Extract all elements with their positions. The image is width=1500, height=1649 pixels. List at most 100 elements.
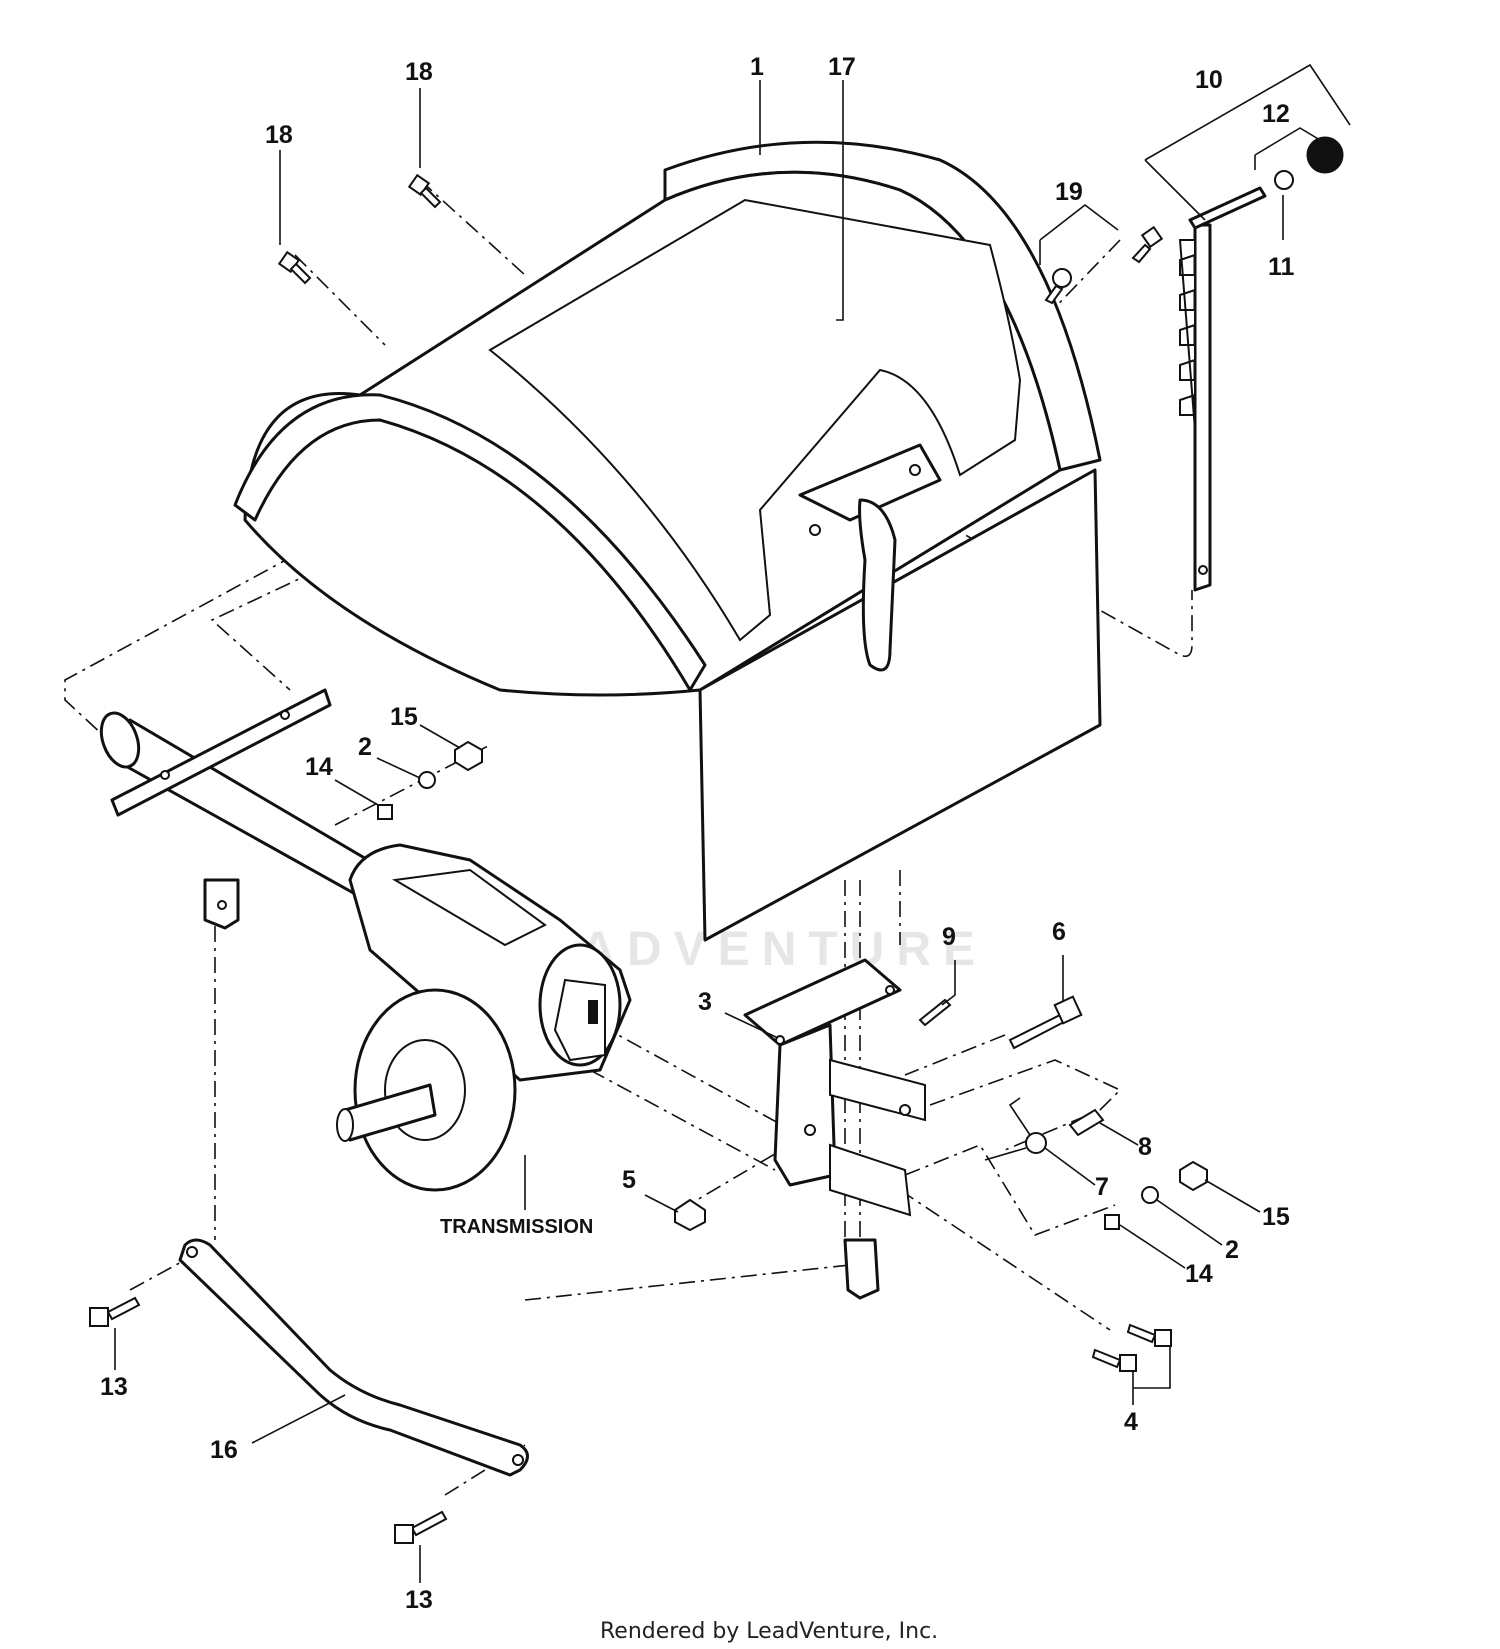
shield-flap [698, 468, 1102, 942]
callout-2b: 2 [1225, 1236, 1239, 1264]
dash-18a [294, 254, 386, 346]
callout-4: 4 [1124, 1408, 1138, 1436]
part-2-washer-left [418, 771, 436, 789]
callout-15b: 15 [1262, 1203, 1290, 1231]
output-shaft-end [336, 1108, 354, 1142]
shield-hole-2 [909, 464, 921, 476]
assembly-lines [64, 179, 1193, 1496]
dash-bolt-4 [899, 1189, 1111, 1331]
leader-14a [334, 779, 379, 806]
part-16-rod [178, 1238, 529, 1477]
leader-8 [1099, 1122, 1139, 1146]
shield-hole-1 [809, 524, 821, 536]
part-13-bolts [89, 1296, 448, 1544]
leader-2b [1156, 1199, 1223, 1246]
mount-plate-hole-1 [160, 770, 170, 780]
shield-slot [858, 498, 897, 672]
callout-3: 3 [698, 988, 712, 1016]
transmission-slot [588, 1000, 598, 1024]
callout-labels: 1 17 18 18 19 10 12 11 15 2 14 9 6 3 8 7… [100, 53, 1295, 1614]
dash-18b [419, 179, 526, 276]
tine-shaft-end [99, 711, 141, 769]
leader-12 [1254, 127, 1321, 170]
leader-7 [1044, 1147, 1096, 1186]
callout-13a: 13 [100, 1373, 128, 1401]
callout-15a: 15 [390, 703, 418, 731]
part-7-spring [984, 1097, 1047, 1161]
callout-18a: 18 [265, 121, 293, 149]
hitch-bracket [743, 958, 926, 1217]
callout-7: 7 [1095, 1173, 1109, 1201]
top-bolts [277, 173, 1164, 305]
callout-19: 19 [1055, 178, 1083, 206]
transmission-label: TRANSMISSION [440, 1216, 593, 1238]
shield-mount-plate [110, 688, 332, 817]
part-2-washer-right [1141, 1186, 1159, 1204]
leader-5 [644, 1194, 679, 1213]
callout-13b: 13 [405, 1586, 433, 1614]
leader-17 [836, 80, 844, 321]
leader-10 [1144, 63, 1351, 221]
leader-9 [941, 960, 956, 1006]
part-6-bolt [1008, 995, 1083, 1050]
part-12-knob [1306, 136, 1344, 174]
dash-shield-left [64, 554, 296, 761]
part-5-nut [674, 1198, 706, 1232]
leader-4 [1132, 1345, 1171, 1405]
leader-15a [419, 724, 461, 749]
callout-6: 6 [1052, 918, 1066, 946]
callout-9: 9 [942, 923, 956, 951]
dash-spring-box [929, 1059, 1122, 1151]
leader-2a [376, 757, 421, 779]
bracket-top-plate [743, 958, 902, 1047]
dash-rod-right [524, 1264, 851, 1301]
shield-hinge-plate [798, 443, 942, 522]
bracket-hole-1 [804, 1124, 816, 1136]
callout-14a: 14 [305, 753, 333, 781]
bracket-lower-tab [843, 1238, 880, 1300]
part-9-pin [918, 998, 952, 1027]
leader-14b [1119, 1224, 1186, 1269]
depth-rack-hole [1198, 565, 1208, 575]
part-14-spacer-left [377, 804, 393, 820]
leader-3 [724, 1012, 779, 1039]
rod-hole-b [512, 1454, 524, 1466]
depth-rack-rod [1188, 186, 1267, 230]
callout-16: 16 [210, 1436, 238, 1464]
part-18-bolt-a [277, 250, 312, 285]
rod-mount-hole [217, 900, 227, 910]
callout-17: 17 [828, 53, 856, 81]
part-15-nut-right [1179, 1160, 1208, 1192]
depth-rack-teeth [1178, 239, 1196, 431]
transmission [336, 843, 632, 1192]
bracket-hole-2 [899, 1104, 911, 1116]
part-14-spacer-right [1104, 1214, 1120, 1230]
part-4-bolts [1091, 1323, 1172, 1372]
callout-2a: 2 [358, 733, 372, 761]
bracket-side-plate [773, 1023, 837, 1187]
leader-lines [114, 63, 1351, 1583]
bracket-link-lower [829, 1143, 912, 1217]
callout-14b: 14 [1185, 1260, 1213, 1288]
hardware [377, 740, 1208, 1372]
part-13-bolt-b [394, 1510, 448, 1544]
part-15-nut-left [454, 740, 483, 772]
tine-shaft-assembly [99, 688, 387, 930]
rod-hole-a [186, 1246, 198, 1258]
depth-rack-bar [1193, 223, 1212, 592]
footer-credit: Rendered by LeadVenture, Inc. [600, 1619, 938, 1644]
part-8-bushing [1068, 1108, 1105, 1137]
shield-decal-panel [488, 198, 1022, 642]
rod-body [178, 1238, 529, 1477]
bracket-link-upper [829, 1058, 926, 1122]
part-19-bolt-b [1131, 225, 1164, 264]
tiller-shield [233, 140, 1102, 942]
leader-19 [1039, 203, 1119, 265]
callout-18b: 18 [405, 58, 433, 86]
dash-bolt-13a [129, 1259, 186, 1291]
callout-1: 1 [750, 53, 764, 81]
part-11-nut [1274, 170, 1294, 190]
dash-nut-5 [679, 1144, 791, 1211]
callout-11: 11 [1268, 253, 1295, 281]
